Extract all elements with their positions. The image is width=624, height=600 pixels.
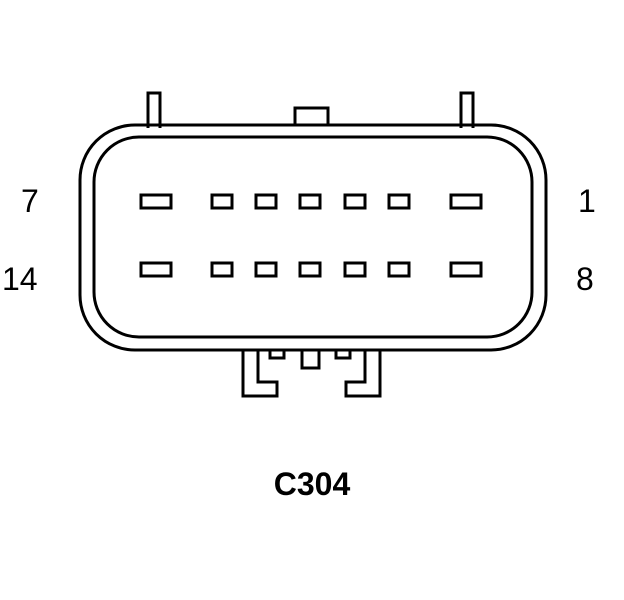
right-latch-tab (459, 91, 475, 128)
cavity-pin-9 (387, 261, 411, 278)
cavity-pin-7 (139, 193, 173, 210)
housing-outer (78, 123, 548, 352)
cavity-pin-3 (343, 193, 367, 210)
bottom-lock-center-nub (300, 350, 321, 370)
bottom-lock-right-nub (334, 350, 352, 360)
bottom-lock-left-nub (268, 350, 286, 360)
cavity-pin-13 (210, 261, 234, 278)
cavity-pin-8 (449, 261, 483, 278)
pin-label-14: 14 (2, 261, 38, 297)
pin-label-7: 7 (21, 183, 39, 219)
cavity-pin-10 (343, 261, 367, 278)
cavity-pin-2 (387, 193, 411, 210)
cavity-pin-4 (298, 193, 322, 210)
cavity-pin-11 (298, 261, 322, 278)
bottom-lock-right-bracket (344, 350, 382, 398)
cavity-pin-14 (139, 261, 173, 278)
cavity-pin-5 (254, 193, 278, 210)
connector-title: C304 (273, 466, 351, 502)
pin-label-8: 8 (576, 261, 594, 297)
housing-inner (92, 135, 534, 339)
bottom-lock-left-bracket (241, 350, 279, 398)
pin-label-1: 1 (578, 183, 596, 219)
cavity-pin-1 (449, 193, 483, 210)
left-latch-tab (146, 91, 162, 128)
cavity-pin-6 (210, 193, 234, 210)
top-center-key (293, 106, 330, 126)
cavity-pin-12 (254, 261, 278, 278)
